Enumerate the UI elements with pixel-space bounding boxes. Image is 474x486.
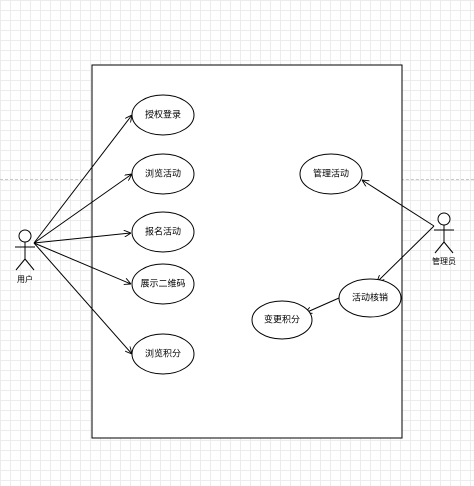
use-case-manage-activities[interactable]: 管理活动 xyxy=(299,153,363,195)
actor-admin[interactable] xyxy=(434,212,454,254)
use-case-label: 展示二维码 xyxy=(140,278,185,290)
use-case-label: 活动核销 xyxy=(352,292,388,304)
actor-user-label: 用户 xyxy=(17,274,33,284)
use-case-label: 浏览活动 xyxy=(145,168,181,180)
actor-right-leg xyxy=(24,258,35,271)
actor-admin-label: 管理员 xyxy=(432,256,456,266)
use-case-browse-activities[interactable]: 浏览活动 xyxy=(131,153,195,195)
assoc-browse-activities[interactable] xyxy=(33,174,132,244)
use-case-label: 授权登录 xyxy=(145,109,181,121)
user-associations xyxy=(33,115,132,354)
use-case-authorize-login[interactable]: 授权登录 xyxy=(131,94,195,136)
use-case-register-activity[interactable]: 报名活动 xyxy=(131,211,195,253)
assoc-verify-activity[interactable] xyxy=(377,225,435,282)
assoc-manage-activities[interactable] xyxy=(362,180,435,227)
use-case-label: 报名活动 xyxy=(145,226,181,238)
actor-left-leg xyxy=(434,241,445,254)
assoc-show-qr-code[interactable] xyxy=(33,242,131,284)
actor-user[interactable] xyxy=(15,229,35,271)
use-case-label: 变更积分 xyxy=(264,314,300,326)
use-case-label: 管理活动 xyxy=(313,168,349,180)
use-case-show-qr-code[interactable]: 展示二维码 xyxy=(131,263,195,305)
use-case-change-points[interactable]: 变更积分 xyxy=(251,300,313,340)
actor-right-leg xyxy=(443,241,454,254)
assoc-register-activity[interactable] xyxy=(33,233,131,244)
actor-left-leg xyxy=(15,258,26,271)
assoc-browse-points[interactable] xyxy=(33,242,132,354)
assoc-authorize-login[interactable] xyxy=(33,115,132,244)
actor-head xyxy=(18,229,32,243)
actor-head xyxy=(437,212,451,226)
use-case-browse-points[interactable]: 浏览积分 xyxy=(131,333,195,375)
assoc-change-points[interactable] xyxy=(305,297,340,313)
admin-associations xyxy=(305,180,435,313)
use-case-label: 浏览积分 xyxy=(145,348,181,360)
use-case-verify-activity[interactable]: 活动核销 xyxy=(338,278,402,318)
